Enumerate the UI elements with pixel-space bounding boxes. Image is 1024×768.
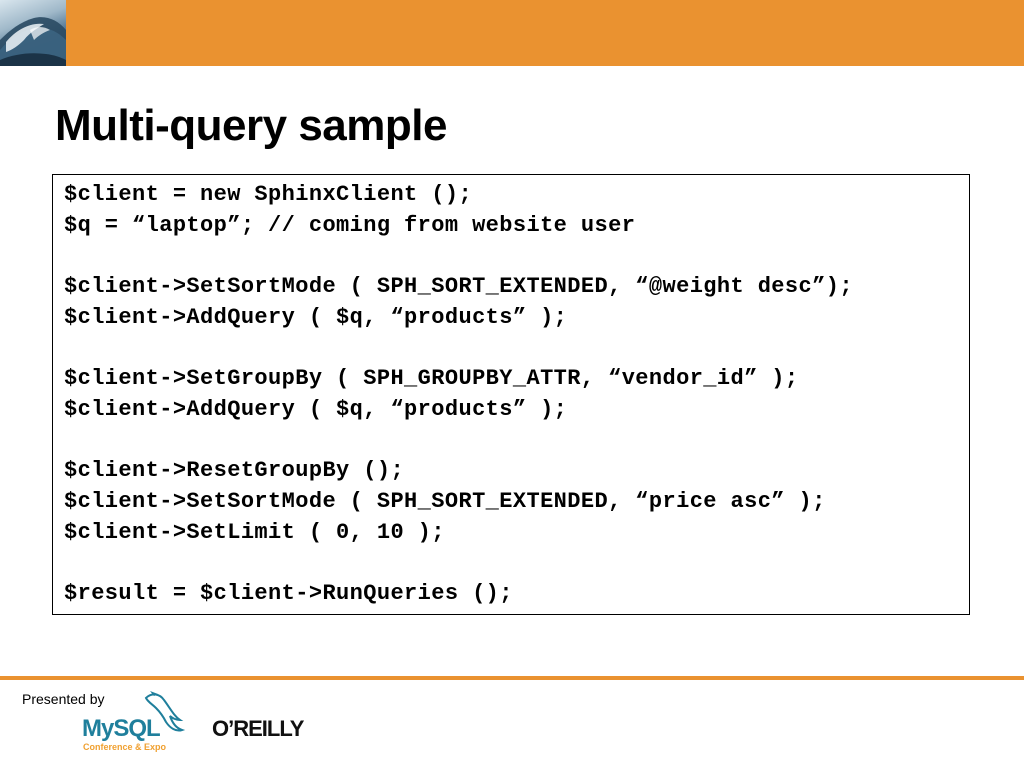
code-block: $client = new SphinxClient (); $q = “lap… (52, 174, 970, 615)
code-line (64, 426, 969, 457)
oreilly-logo: O’REILLY (212, 716, 304, 741)
code-line: $client->SetLimit ( 0, 10 ); (64, 519, 445, 545)
mysql-conference-logo: MySQL Conference & Expo (82, 691, 186, 752)
code-line: $q = “laptop”; // coming from website us… (64, 212, 636, 238)
code-line: $client->AddQuery ( $q, “products” ); (64, 396, 568, 422)
mysql-logo-subtitle: Conference & Expo (83, 742, 167, 752)
footer-divider (0, 676, 1024, 680)
ocean-wave-icon (0, 0, 66, 66)
code-line: $client = new SphinxClient (); (64, 182, 473, 207)
code-line: $client->SetGroupBy ( SPH_GROUPBY_ATTR, … (64, 366, 799, 392)
mysql-logo-text: MySQL (82, 715, 160, 742)
code-line: $client->SetSortMode ( SPH_SORT_EXTENDED… (64, 274, 853, 300)
slide-title: Multi-query sample (55, 101, 447, 150)
code-line: $client->ResetGroupBy (); (64, 458, 405, 484)
code-line (64, 333, 969, 364)
code-line: $result = $client->RunQueries (); (64, 580, 513, 606)
presented-by-label: Presented by (22, 691, 105, 707)
dolphin-icon (144, 691, 186, 732)
code-line: $client->SetSortMode ( SPH_SORT_EXTENDED… (64, 488, 826, 514)
header-bar (0, 0, 1024, 66)
code-line (64, 548, 969, 579)
code-line (64, 241, 969, 272)
code-line: $client->AddQuery ( $q, “products” ); (64, 304, 568, 330)
